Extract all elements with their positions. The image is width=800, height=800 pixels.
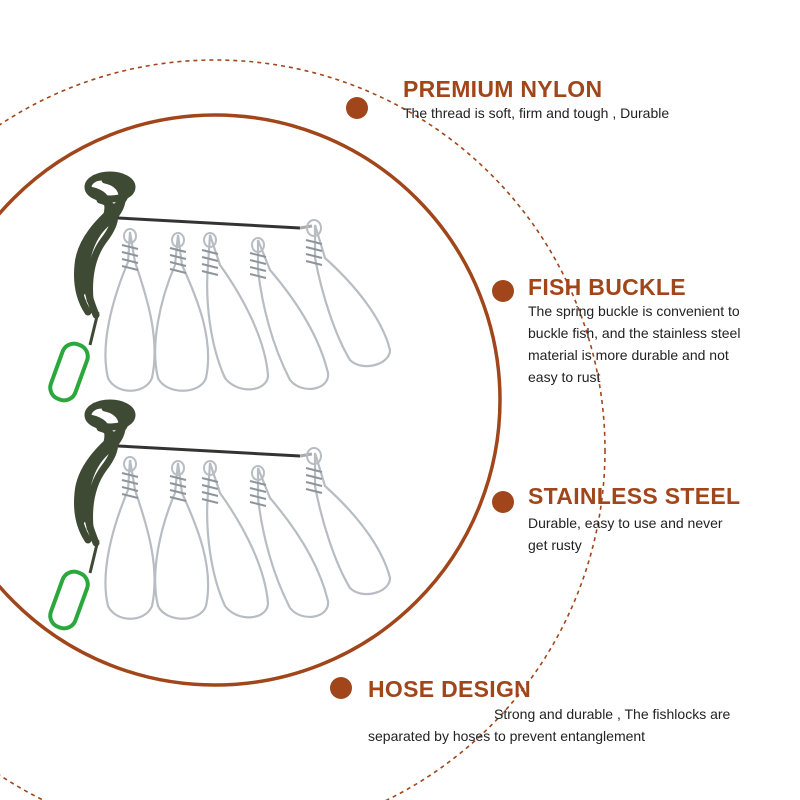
feature-desc-fish-buckle: The spring buckle is convenient to buckl… bbox=[528, 300, 740, 388]
feature-desc-stainless-steel: Durable, easy to use and never get rusty bbox=[528, 512, 723, 556]
inner-solid-ring bbox=[0, 113, 502, 687]
feature-title-stainless-steel: STAINLESS STEEL bbox=[528, 483, 741, 509]
carabiner-icon bbox=[48, 341, 90, 403]
desc-line: material is more durable and not bbox=[528, 347, 729, 363]
desc-line: easy to rust bbox=[528, 369, 601, 385]
feature-title-fish-buckle: FISH BUCKLE bbox=[528, 274, 686, 300]
desc-line: buckle fish, and the stainless steel bbox=[528, 325, 741, 341]
feature-title-hose-design: HOSE DESIGN bbox=[368, 676, 532, 702]
desc-line: Durable, easy to use and never bbox=[528, 515, 723, 531]
feature-title-premium-nylon: PREMIUM NYLON bbox=[403, 76, 603, 102]
dot-icon bbox=[492, 280, 514, 302]
dot-icon bbox=[330, 677, 352, 699]
desc-line: Strong and durable , The fishlocks are bbox=[494, 706, 731, 722]
desc-line: get rusty bbox=[528, 537, 582, 553]
carabiner-icon bbox=[48, 569, 90, 631]
dot-icon bbox=[492, 491, 514, 513]
outer-dashed-ring bbox=[0, 59, 606, 800]
desc-line: The thread is soft, firm and tough , Dur… bbox=[403, 105, 670, 121]
rope-coil bbox=[74, 171, 136, 319]
desc-line: The spring buckle is convenient to bbox=[528, 303, 740, 319]
dot-icon bbox=[346, 97, 368, 119]
fish-stringer-top bbox=[48, 171, 392, 403]
desc-line: separated by hoses to prevent entangleme… bbox=[368, 728, 646, 744]
fish-stringer-bottom bbox=[48, 399, 392, 631]
feature-desc-premium-nylon: The thread is soft, firm and tough , Dur… bbox=[403, 102, 669, 124]
feature-desc-hose-design: Strong and durable , The fishlocks are s… bbox=[368, 703, 730, 747]
